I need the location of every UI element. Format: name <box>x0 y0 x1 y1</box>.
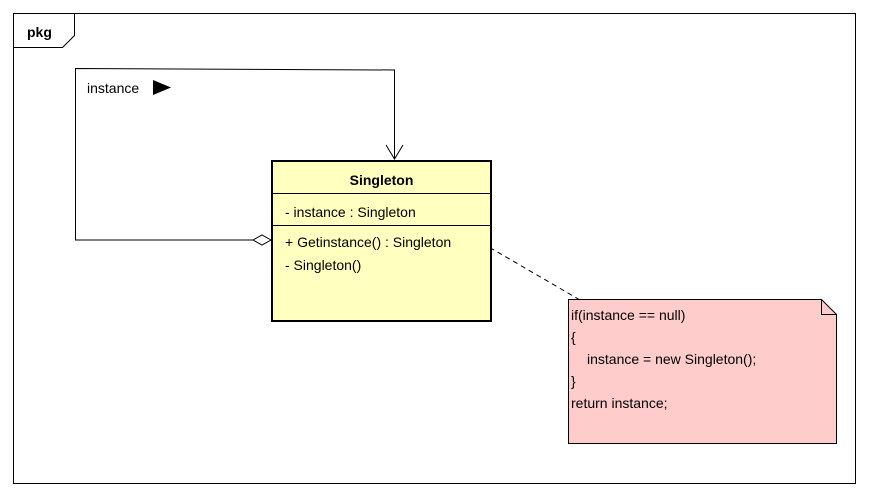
class-singleton[interactable]: Singleton - instance : Singleton + Getin… <box>271 160 492 322</box>
note-line: if(instance == null) <box>571 307 686 323</box>
association-role-label: instance <box>87 80 140 96</box>
note-line: } <box>571 373 576 389</box>
note-line: instance = new Singleton(); <box>587 351 757 367</box>
package-label: pkg <box>27 24 52 40</box>
class-attributes: - instance : Singleton <box>273 194 490 226</box>
triangle-right-icon <box>153 80 171 95</box>
class-name: Singleton <box>273 162 490 194</box>
aggregation-diamond-icon <box>251 234 273 246</box>
note-line: { <box>571 329 576 345</box>
operation-getinstance: + Getinstance() : Singleton <box>285 234 452 250</box>
note-body[interactable]: if(instance == null) { instance = new Si… <box>571 304 756 414</box>
note-shape <box>568 299 837 444</box>
navigation-arrowhead-icon <box>385 144 404 160</box>
attribute-instance: - instance : Singleton <box>285 204 416 220</box>
package-frame <box>13 13 856 484</box>
note-line: return instance; <box>571 395 668 411</box>
self-association-line <box>75 67 395 241</box>
class-operations: + Getinstance() : Singleton - Singleton(… <box>273 226 490 277</box>
note-fold <box>821 299 837 315</box>
note-anchor-line <box>481 242 581 301</box>
package-tab <box>13 13 75 48</box>
operation-constructor: - Singleton() <box>285 257 362 273</box>
